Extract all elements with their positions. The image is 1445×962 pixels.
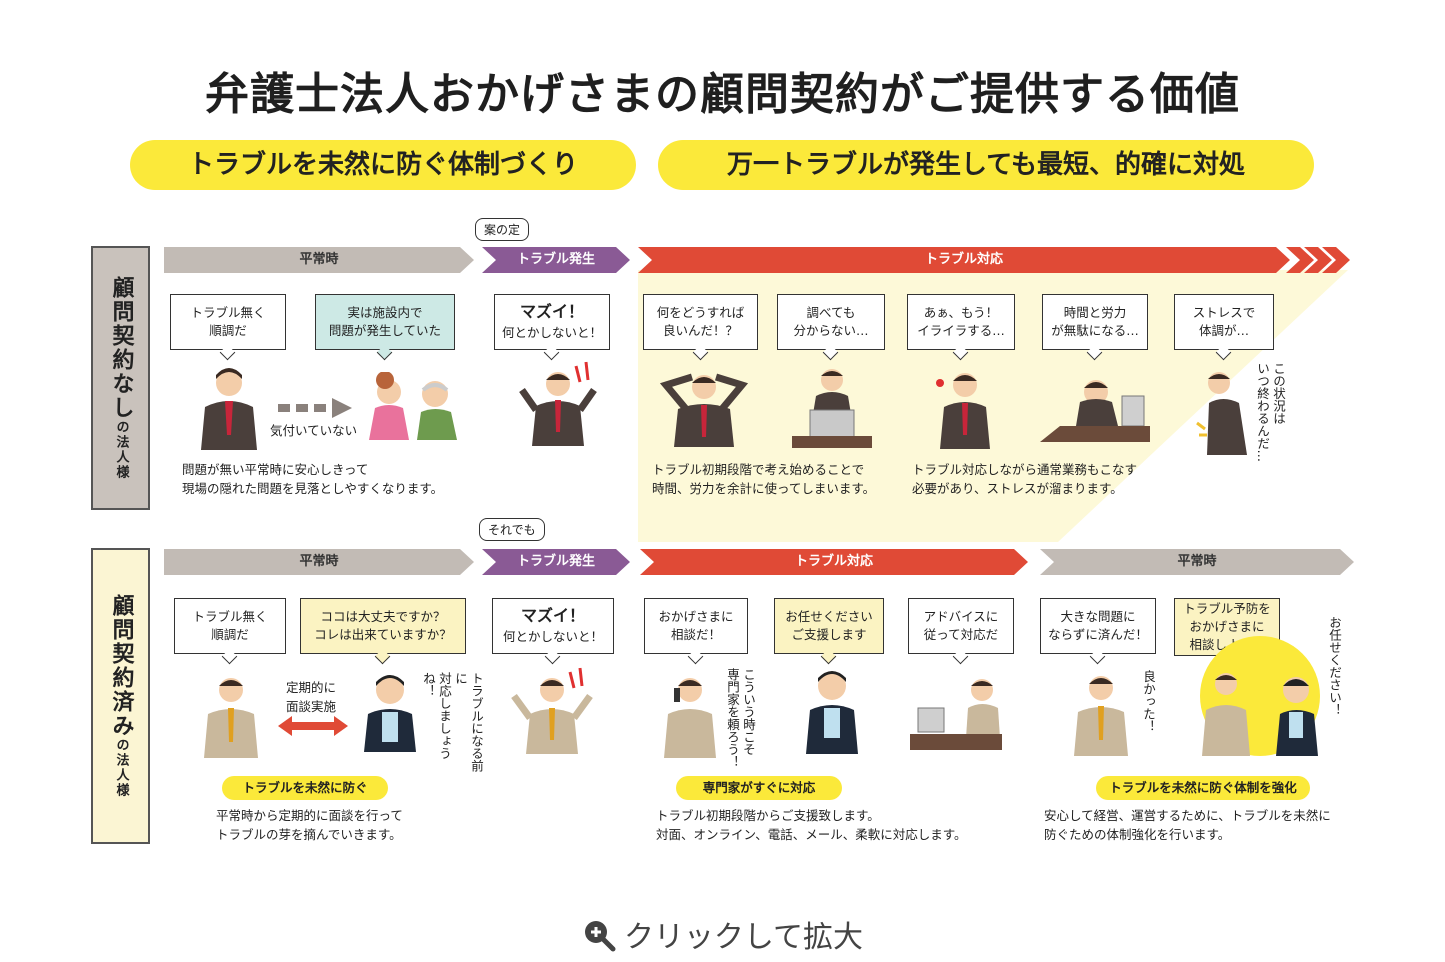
relieved-man-figure xyxy=(1074,676,1128,756)
note-early-support: トラブル初期段階からご支援致します。 対面、オンライン、電話、メール、柔軟に対応… xyxy=(656,808,967,842)
bubble-stress: ストレスで 体調が… xyxy=(1174,294,1274,350)
laptop-work-figure xyxy=(910,679,1002,750)
bubble-what-to-do: 何をどうすれば 良いんだ！？ xyxy=(643,294,758,350)
bubble-wasted: 時間と労力 が無駄になる… xyxy=(1042,294,1148,350)
label-unnoticed: 気付いていない xyxy=(270,423,358,438)
bubble-alarm: マズイ！ 何とかしないと！ xyxy=(494,294,610,350)
overworked-man-figure xyxy=(1040,380,1150,442)
alarm-big: マズイ！ xyxy=(519,301,584,321)
bubble-leave-it-to-us: お任せください ご支援します xyxy=(774,598,884,654)
side-label-with-contract: 顧問契約済みの法人様 xyxy=(91,548,150,844)
irritated-man-figure xyxy=(936,373,990,449)
tag-even-so: それでも xyxy=(479,518,545,541)
note-time-wasted: トラブル初期段階で考え始めることで 時間、労力を余計に使ってしまいます。 xyxy=(652,462,876,496)
phase-trouble-occur: トラブル発生 xyxy=(482,247,630,273)
page-title: 弁護士法人おかげさまの顧問契約がご提供する価値 xyxy=(205,69,1240,120)
desk-research-figure xyxy=(792,369,872,448)
label-interview: 定期的に 面談実施 xyxy=(286,680,337,714)
phase-normal: 平常時 xyxy=(164,549,474,575)
phase-trouble-occur: トラブル発生 xyxy=(482,549,630,575)
exhausted-man-figure xyxy=(1196,372,1247,455)
double-arrow-icon xyxy=(278,716,348,736)
alarm-big: マズイ！ xyxy=(520,605,585,625)
bubble-cannot-understand: 調べても 分からない… xyxy=(777,294,885,350)
bubble-no-big-problem: 大きな問題に ならずに済んだ！ xyxy=(1040,598,1156,654)
bubble-consult: おかげさまに 相談だ！ xyxy=(644,598,748,654)
zoom-label: クリックして拡大 xyxy=(623,920,864,955)
businessman-figure xyxy=(204,678,258,758)
chevron-arrows-icon xyxy=(1286,247,1350,273)
highlight-prevent: トラブルを未然に防ぐ xyxy=(222,776,388,800)
alarm-small: 何とかしないと！ xyxy=(501,324,602,340)
confused-man-figure xyxy=(659,373,749,447)
lawyer-figure xyxy=(364,675,416,752)
zoom-icon xyxy=(584,921,616,952)
panicked-man-figure xyxy=(511,667,593,754)
bubble-irritated: あぁ、もう！ イライラする… xyxy=(907,294,1015,350)
side-label-main: 顧問契約済み xyxy=(108,594,134,738)
pill-response: 万一トラブルが発生しても最短、的確に対処 xyxy=(658,140,1314,190)
bubble-no-trouble: トラブル無く 順調だ xyxy=(174,598,286,654)
tag-as-expected: 案の定 xyxy=(475,218,530,241)
note-regular-interview: 平常時から定期的に面談を行って トラブルの芽を摘んでいきます。 xyxy=(216,808,403,842)
alarm-small: 何とかしないと！ xyxy=(502,628,603,644)
bubble-check-questions: ココは大丈夫ですか？ コレは出来ていますか？ xyxy=(300,598,466,654)
highlight-strengthen: トラブルを未然に防ぐ体制を強化 xyxy=(1096,776,1310,800)
phase-normal-after: 平常時 xyxy=(1040,549,1354,575)
note-strengthen: 安心して経営、運営するために、トラブルを未然に 防ぐための体制強化を行います。 xyxy=(1044,808,1331,842)
pill-prevention: トラブルを未然に防ぐ体制づくり xyxy=(130,140,636,190)
bubble-no-trouble: トラブル無く 順調だ xyxy=(170,294,286,350)
businessman-figure xyxy=(201,368,257,450)
phone-man-figure xyxy=(664,678,716,758)
dispute-figures xyxy=(369,372,457,440)
phase-trouble-response: トラブル対応 xyxy=(640,549,1028,575)
note-overlooked: 問題が無い平常時に安心しきって 現場の隠れた問題を見落としやすくなります。 xyxy=(182,462,444,496)
phase-trouble-response: トラブル対応 xyxy=(638,247,1290,273)
panicked-man-figure xyxy=(519,361,597,446)
bubble-hidden-problem: 実は施設内で 問題が発生していた xyxy=(315,294,455,350)
zoom-link[interactable]: クリックして拡大 xyxy=(0,912,1445,956)
quote-glad: 良かった！ xyxy=(1141,670,1156,733)
bubble-follow-advice: アドバイスに 従って対応だ xyxy=(908,598,1014,654)
bubble-alarm: マズイ！ 何とかしないと！ xyxy=(492,598,614,654)
side-label-no-contract: 顧問契約なしの法人様 xyxy=(91,246,150,510)
quote-leave-it-to-us: お任せください！ xyxy=(1327,616,1342,716)
quote-before-trouble: トラブルになる前に 対応しましょうね！ xyxy=(421,672,484,772)
quote-rely-on-experts: こういう時こそ 専門家を頼ろう！ xyxy=(725,668,756,768)
highlight-expert: 専門家がすぐに対応 xyxy=(676,776,842,800)
happy-consult-figures xyxy=(1200,636,1320,756)
lawyer-figure xyxy=(806,671,858,754)
side-label-sub: の法人様 xyxy=(113,738,129,798)
side-label-main: 顧問契約なし xyxy=(108,276,134,420)
quote-when-will-it-end: この状況は いつ終わるんだ… xyxy=(1255,362,1286,462)
note-stress: トラブル対応しながら通常業務もこなす 必要があり、ストレスが溜まります。 xyxy=(912,462,1138,496)
dashed-arrow-icon xyxy=(278,398,352,418)
side-label-sub: の法人様 xyxy=(113,420,129,480)
phase-normal: 平常時 xyxy=(164,247,474,273)
